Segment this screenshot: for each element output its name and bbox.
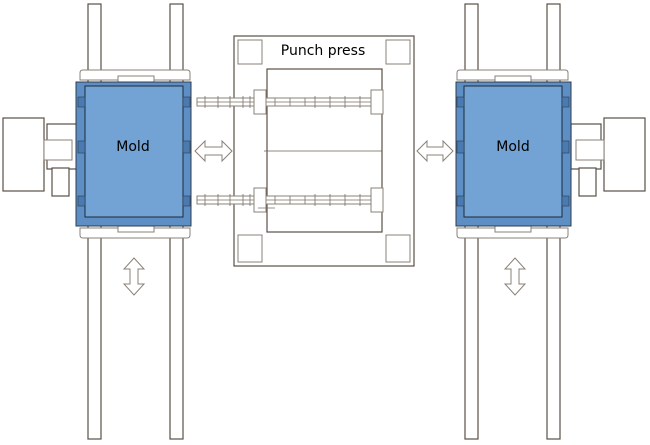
- left-station: Mold: [2, 3, 192, 440]
- left-actuator-motor: [2, 117, 45, 192]
- punch-press: Punch press: [196, 35, 415, 267]
- left-actuator-foot: [51, 167, 70, 197]
- upper-guide-rod: [196, 89, 384, 115]
- right-vertical-arrow-icon: [503, 257, 527, 296]
- right-station: Mold: [455, 3, 646, 440]
- left-actuator-rod: [43, 139, 73, 161]
- right-top-bracket: [456, 69, 569, 81]
- right-actuator-rod: [575, 139, 605, 161]
- left-mold-label: Mold: [116, 139, 149, 155]
- left-bottom-bracket: [79, 227, 191, 239]
- press-corner-pad: [237, 234, 263, 263]
- press-corner-pad: [237, 39, 263, 65]
- right-actuator-motor: [603, 117, 646, 192]
- lower-guide-rod: [196, 187, 384, 213]
- left-top-bracket: [79, 69, 191, 81]
- right-bottom-bracket: [456, 227, 569, 239]
- left-vertical-arrow-icon: [122, 257, 146, 296]
- right-actuator-foot: [578, 167, 597, 197]
- left-mold: [84, 85, 184, 218]
- press-corner-pad: [385, 39, 411, 65]
- right-mold: [463, 85, 563, 218]
- left-horizontal-arrow-icon: [194, 139, 233, 163]
- press-bed: [266, 68, 383, 233]
- right-mold-label: Mold: [496, 139, 529, 155]
- press-label: Punch press: [281, 43, 366, 59]
- right-horizontal-arrow-icon: [416, 139, 454, 163]
- press-corner-pad: [385, 234, 411, 263]
